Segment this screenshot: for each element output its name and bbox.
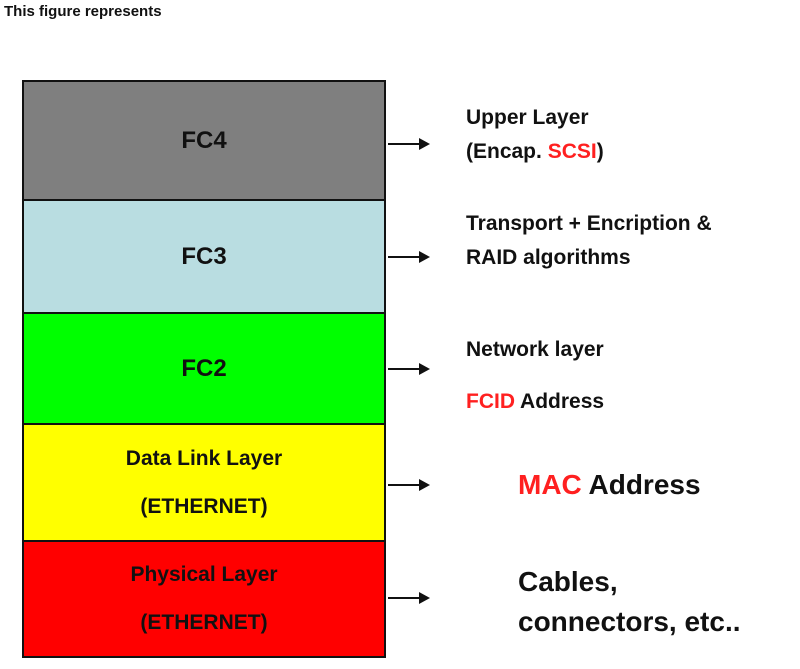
desc-fc4-line1: Upper Layer <box>466 106 589 129</box>
desc-data-link-accent: MAC <box>518 469 582 500</box>
desc-fc3: Transport + Encription & RAID algorithms <box>466 207 712 275</box>
figure-caption: This figure represents <box>4 3 162 20</box>
desc-fc4-accent: SCSI <box>547 140 597 163</box>
layer-fc2-label: FC2 <box>181 354 227 382</box>
desc-fc2: Network layer FCID Address <box>466 333 604 419</box>
layer-fc3: FC3 <box>24 201 384 314</box>
layer-fc4: FC4 <box>24 82 384 201</box>
desc-physical-line1: Cables, <box>518 566 618 597</box>
desc-data-link-suffix: Address <box>581 469 701 500</box>
arrow-right-icon <box>388 363 430 375</box>
arrow-right-icon <box>388 479 430 491</box>
arrow-right-icon <box>388 592 430 604</box>
desc-fc4-suffix: ) <box>596 140 604 163</box>
layer-data-link: Data Link Layer (ETHERNET) <box>24 425 384 542</box>
layer-physical: Physical Layer (ETHERNET) <box>24 542 384 656</box>
layer-data-link-protocol: (ETHERNET) <box>140 494 268 518</box>
desc-fc2-suffix: Address <box>515 390 605 413</box>
desc-physical: Cables, connectors, etc.. <box>518 562 741 642</box>
desc-fc3-line1: Transport + Encription & <box>466 212 712 235</box>
layer-physical-label: Physical Layer <box>130 563 278 586</box>
arrow-right-icon <box>388 138 430 150</box>
desc-data-link: MAC Address <box>518 465 701 505</box>
desc-fc2-line2: FCID Address <box>466 385 604 419</box>
layer-data-link-label: Data Link Layer <box>125 446 283 470</box>
layer-fc2: FC2 <box>24 314 384 425</box>
layer-physical-protocol: (ETHERNET) <box>140 611 268 634</box>
arrow-right-icon <box>388 251 430 263</box>
protocol-stack: FC4 FC3 FC2 Data Link Layer (ETHERNET) P… <box>22 80 386 658</box>
desc-fc4: Upper Layer (Encap. SCSI) <box>466 101 604 169</box>
layer-fc3-label: FC3 <box>181 242 227 270</box>
desc-fc4-prefix: (Encap. <box>466 140 548 163</box>
desc-fc4-line2: (Encap. SCSI) <box>466 135 604 169</box>
desc-fc2-line1: Network layer <box>466 338 604 361</box>
desc-fc3-line2: RAID algorithms <box>466 246 631 269</box>
desc-physical-line2: connectors, etc.. <box>518 606 741 637</box>
desc-fc2-accent: FCID <box>466 390 515 413</box>
layer-fc4-label: FC4 <box>181 126 227 154</box>
